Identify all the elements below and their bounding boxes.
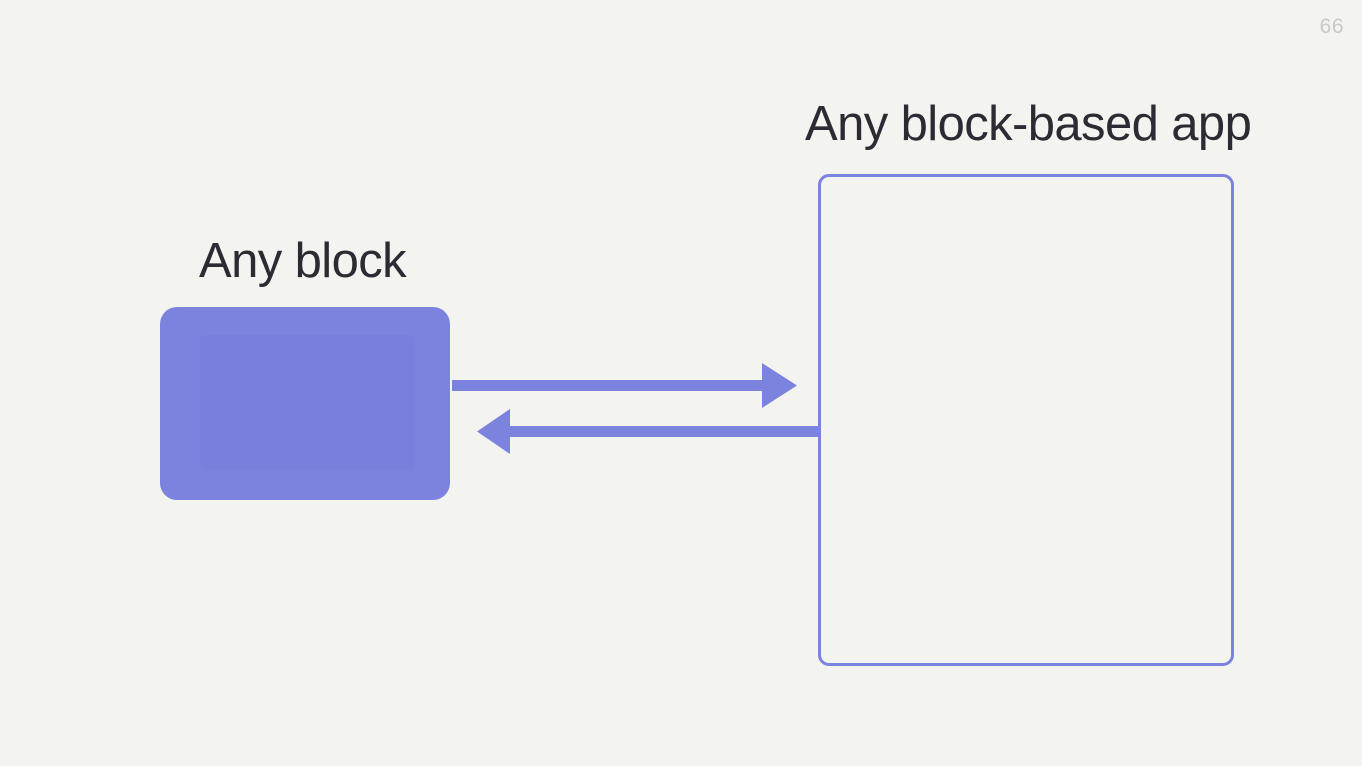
block-title-label: Any block — [199, 234, 407, 288]
any-block-inner-surface — [200, 335, 415, 470]
app-to-block-arrow-icon — [477, 409, 820, 454]
any-block-shape — [160, 307, 450, 500]
page-number: 66 — [1319, 15, 1344, 38]
app-title-label: Any block-based app — [805, 97, 1252, 151]
any-block-based-app-frame — [818, 174, 1234, 666]
block-to-app-arrow-icon — [452, 363, 797, 408]
